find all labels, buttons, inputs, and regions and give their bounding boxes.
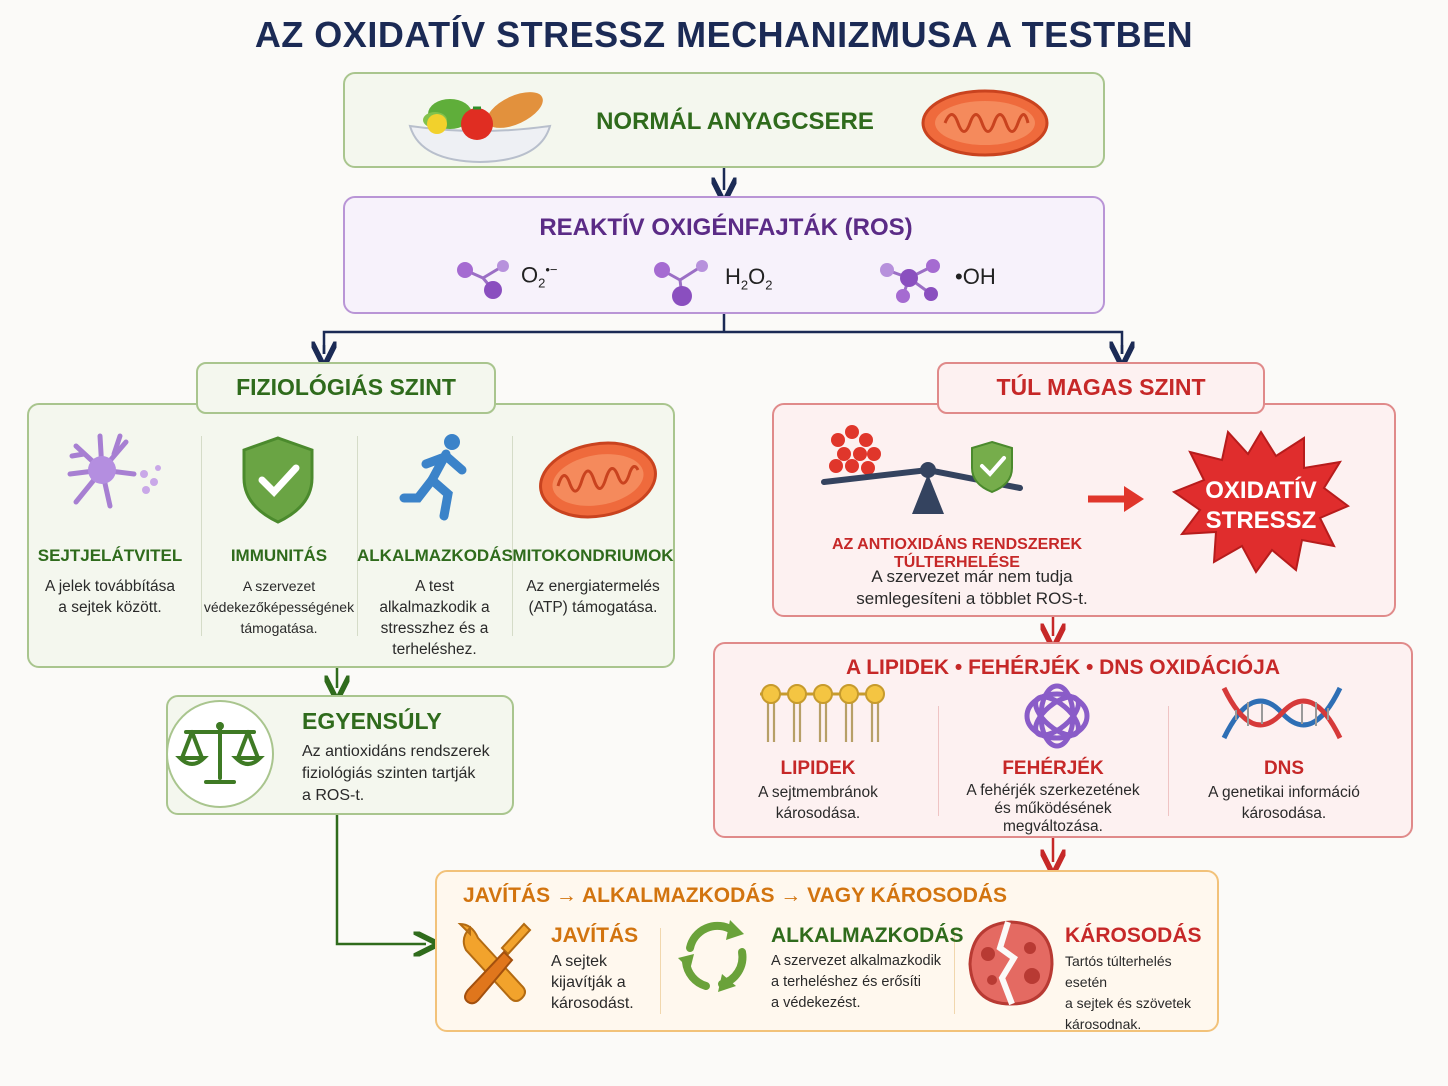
immunity-title: IMMUNITÁS [230,546,328,565]
wrench-screwdriver-icon [457,922,532,1005]
adaptation-outcome-title: ALKALMAZKODÁS [771,924,964,947]
toohigh-tab: TÚL MAGAS SZINT [937,362,1265,414]
normal-metabolism-label: NORMÁL ANYAGCSERE [596,108,874,135]
ros-label: REAKTÍV OXIGÉNFAJTÁK (ROS) [539,214,913,241]
ros-hydroxyl: •OH [955,264,996,289]
oxidation-title: A LIPIDEK • FEHÉRJÉK • DNS OXIDÁCIÓJA [846,656,1280,679]
overload-title: AZ ANTIOXIDÁNS RENDSZEREK TÚLTERHELÉSE [831,536,1083,571]
mitochondria-desc: Az energiatermelés(ATP) támogatása. [526,578,660,616]
repair-title: JAVÍTÁS [551,924,639,947]
ros-box: REAKTÍV OXIGÉNFAJTÁK (ROS) O2•− H2O2 •OH [343,196,1105,314]
mitochondrion-icon [921,89,1049,157]
physiological-box [27,403,675,668]
dna-title: DNS [1263,758,1305,779]
lipids-title: LIPIDEK [780,758,856,779]
hydrogen-peroxide-molecule-icon [654,260,708,306]
damaged-cell-icon [968,920,1054,1006]
physiological-tab: FIZIOLÓGIÁS SZINT [196,362,496,414]
damage-title: KÁROSODÁS [1065,924,1202,947]
arrow-ros-split [322,314,1124,354]
lipid-bilayer-icon [760,684,885,742]
signaling-title: SEJTJELÁTVITEL [37,546,183,565]
ros-hydrogen-peroxide: H2O2 [725,264,773,293]
imbalanced-scale-icon [821,425,1023,514]
shield-check-icon [242,436,314,524]
mitochondria-title: MITOKONDRIUMOK [512,546,674,565]
scales-icon [175,722,265,784]
right-arrow-icon [1088,486,1144,512]
page-title: AZ OXIDATÍV STRESSZ MECHANIZMUSA A TESTB… [254,14,1194,55]
neuron-icon [67,433,161,509]
ros-superoxide: O2•− [521,262,558,291]
outcome-box [435,870,1219,1032]
proteins-title: FEHÉRJÉK [1002,758,1104,779]
recycle-arrows-icon [678,920,747,992]
protein-knot-icon [1024,683,1090,749]
oxidative-stress-burst-icon [1171,429,1350,574]
food-bowl-icon [408,92,552,164]
arrow-balance-to-outcome [335,815,426,944]
balance-title: EGYENSÚLY [302,708,442,734]
normal-metabolism-box: NORMÁL ANYAGCSERE [343,72,1105,168]
adaptation-title: ALKALMAZKODÁS [357,546,513,565]
mitochondrion-icon [539,441,657,519]
running-person-icon [399,434,467,521]
hydroxyl-molecule-icon [880,259,940,303]
dna-helix-icon [1221,686,1343,740]
outcome-title: JAVÍTÁS → ALKALMAZKODÁS → VAGY KÁROSODÁS [462,884,1008,907]
superoxide-molecule-icon [457,260,509,299]
